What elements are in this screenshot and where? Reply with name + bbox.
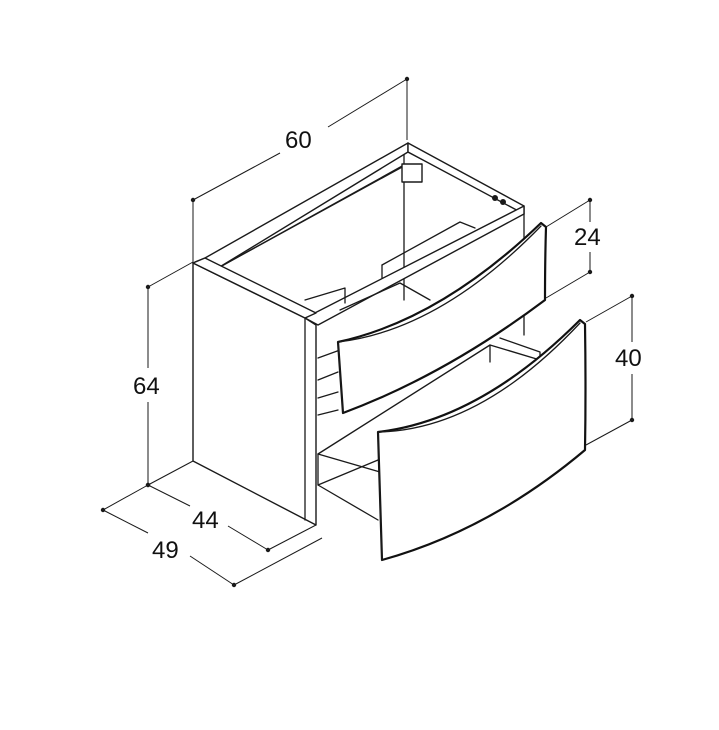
depth-outer-label: 49	[152, 537, 179, 564]
dimension-depth-outer: 49	[100, 484, 323, 588]
top-drawer	[336, 221, 548, 415]
width-label: 60	[285, 127, 312, 154]
dimension-top-drawer: 24	[545, 197, 601, 299]
dimension-width: 60	[190, 76, 410, 262]
height-label: 64	[133, 373, 160, 400]
left-side-panel	[192, 262, 317, 526]
bottom-drawer-height-label: 40	[615, 345, 642, 372]
depth-inner-label: 44	[192, 507, 219, 534]
dimension-depth-inner: 44	[145, 482, 317, 553]
bottom-drawer	[317, 318, 587, 562]
top-drawer-height-label: 24	[574, 224, 601, 251]
dimension-bottom-drawer: 40	[585, 293, 642, 446]
dimension-height: 64	[133, 261, 194, 488]
cabinet-carcass	[192, 142, 525, 526]
hinge-bracket	[401, 163, 423, 183]
